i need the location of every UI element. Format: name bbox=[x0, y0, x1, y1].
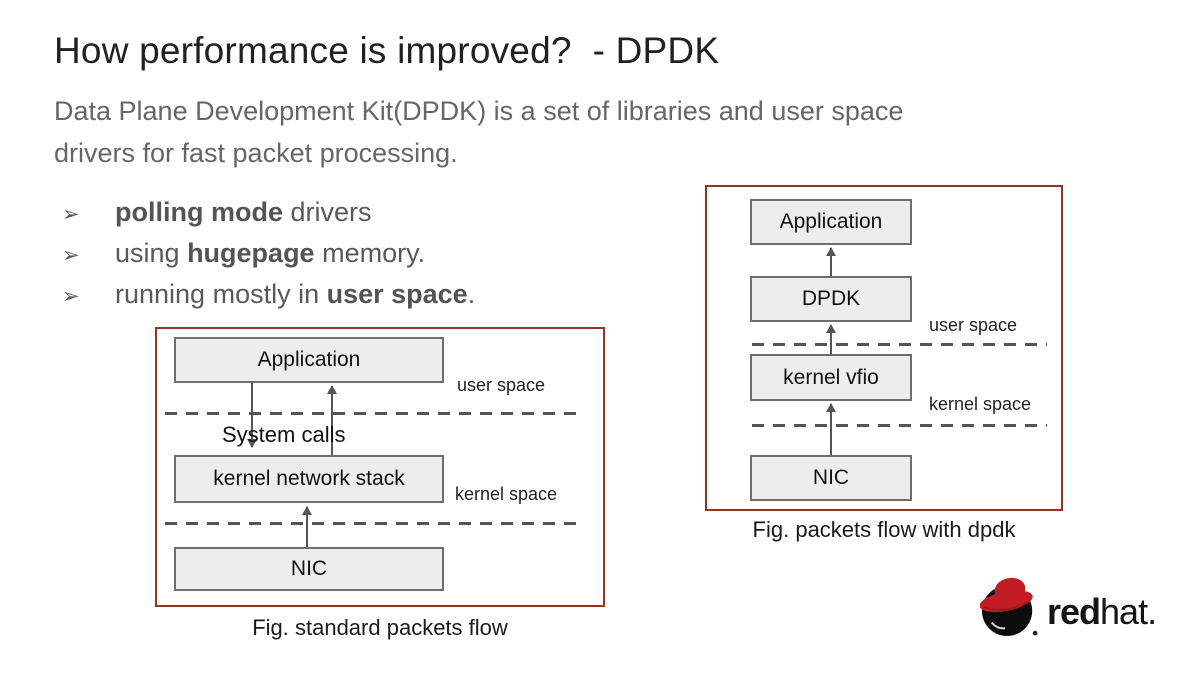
diagram-standard-packets-flow: Application user space System calls kern… bbox=[155, 327, 605, 607]
flow-arrow-up-icon bbox=[302, 506, 312, 547]
bullet-pre: using bbox=[115, 238, 188, 268]
arrow-bullet-icon: ➢ bbox=[62, 244, 80, 267]
bullet-pre: running mostly in bbox=[115, 279, 327, 309]
nic-box: NIC bbox=[174, 547, 444, 591]
subtitle: Data Plane Development Kit(DPDK) is a se… bbox=[54, 90, 903, 174]
bullet-bold: polling mode bbox=[115, 197, 283, 227]
right-diagram-caption: Fig. packets flow with dpdk bbox=[752, 517, 1016, 542]
kernel-space-label: kernel space bbox=[929, 394, 1032, 414]
dpdk-box: DPDK bbox=[750, 276, 912, 322]
subtitle-line-1: Data Plane Development Kit(DPDK) is a se… bbox=[54, 96, 904, 126]
kernel-nic-boundary-line bbox=[165, 522, 585, 525]
redhat-wordmark: redhat. bbox=[1047, 591, 1157, 638]
bullet-bold: hugepage bbox=[187, 238, 315, 268]
bullet-item-hugepage: ➢ using hugepage memory. bbox=[62, 238, 475, 279]
nic-box: NIC bbox=[750, 455, 912, 501]
bullet-text: using hugepage memory. bbox=[115, 238, 425, 269]
user-kernel-boundary-line bbox=[752, 343, 1047, 346]
subtitle-line-2: drivers for fast packet processing. bbox=[54, 138, 458, 168]
wordmark-red: red bbox=[1047, 591, 1101, 632]
bullet-text: running mostly in user space. bbox=[115, 279, 475, 310]
page-title: How performance is improved? - DPDK bbox=[54, 30, 720, 71]
arrow-bullet-icon: ➢ bbox=[62, 285, 80, 308]
bullet-bold: user space bbox=[326, 279, 468, 309]
application-box: Application bbox=[750, 199, 912, 245]
bullet-rest: drivers bbox=[283, 197, 372, 227]
arrow-bullet-icon: ➢ bbox=[62, 203, 80, 226]
kernel-network-stack-box: kernel network stack bbox=[174, 455, 444, 503]
redhat-logo: redhat. bbox=[980, 576, 1157, 638]
kernel-nic-boundary-line bbox=[752, 424, 1047, 427]
bullet-item-user-space: ➢ running mostly in user space. bbox=[62, 279, 475, 320]
wordmark-period: . bbox=[1147, 591, 1157, 632]
left-diagram-caption: Fig. standard packets flow bbox=[252, 615, 508, 640]
flow-arrow-up-icon bbox=[826, 247, 836, 276]
flow-arrow-up-icon bbox=[826, 403, 836, 455]
bullet-item-polling-mode: ➢ polling mode drivers bbox=[62, 197, 475, 238]
diagram-dpdk-packets-flow: Application DPDK user space kernel vfio … bbox=[705, 185, 1063, 511]
bullet-rest: memory. bbox=[314, 238, 426, 268]
user-kernel-boundary-line bbox=[165, 412, 585, 415]
application-box: Application bbox=[174, 337, 444, 383]
user-space-label: user space bbox=[929, 315, 1018, 335]
redhat-shadowman-icon bbox=[980, 577, 1038, 636]
wordmark-hat: hat bbox=[1100, 591, 1148, 632]
flow-arrow-up-icon bbox=[327, 385, 337, 455]
system-calls-label: System calls bbox=[222, 422, 346, 447]
user-space-label: user space bbox=[457, 375, 546, 395]
kernel-vfio-box: kernel vfio bbox=[750, 354, 912, 401]
bullet-text: polling mode drivers bbox=[115, 197, 372, 228]
kernel-space-label: kernel space bbox=[455, 484, 558, 504]
flow-arrow-down-icon bbox=[247, 383, 257, 448]
bullet-list: ➢ polling mode drivers ➢ using hugepage … bbox=[62, 197, 475, 320]
bullet-rest: . bbox=[467, 279, 476, 309]
flow-arrow-up-icon bbox=[826, 324, 836, 354]
